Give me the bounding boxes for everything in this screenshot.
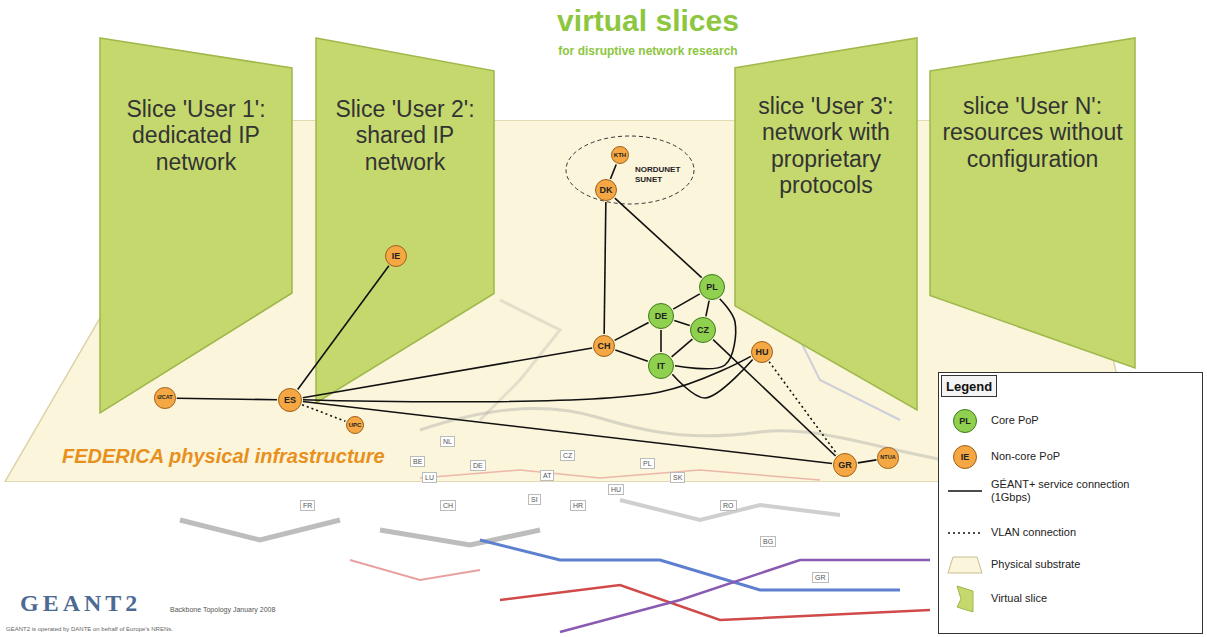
- legend-text: Physical substrate: [991, 558, 1191, 571]
- pop-label: ES: [284, 396, 296, 405]
- slice-shape: [930, 38, 1135, 368]
- map-note: for disruptive network research: [528, 44, 768, 58]
- pop-label: IT: [657, 362, 665, 371]
- map-link: [560, 560, 930, 632]
- pop-label: UPC: [349, 422, 362, 428]
- legend-line: [948, 532, 982, 534]
- legend-swatch: [947, 585, 983, 613]
- map-code: SK: [670, 472, 685, 483]
- non-core-pop: ES: [278, 388, 302, 412]
- map-link: [620, 500, 840, 520]
- core-pop: PL: [699, 274, 725, 300]
- legend-text: GÉANT+ service connection (1Gbps): [991, 478, 1131, 504]
- map-code: DE: [470, 460, 486, 471]
- slice-label: Slice 'User 2': shared IP network: [328, 96, 482, 175]
- swatch-label: IE: [961, 453, 970, 462]
- map-code: HR: [570, 500, 586, 511]
- virtual-slice: slice 'User N': resources without config…: [930, 38, 1135, 368]
- map-note: GEANT2 is operated by DANTE on behalf of…: [6, 626, 173, 632]
- non-core-pop: IE: [385, 245, 407, 267]
- substrate-plane: [5, 120, 1141, 482]
- pop-label: GR: [838, 461, 852, 470]
- legend-swatch: [947, 551, 983, 579]
- slice-shape: [100, 38, 292, 413]
- map-link: [500, 585, 930, 620]
- legend-line-sample: [947, 485, 983, 497]
- legend-row: Virtual slice: [939, 585, 1204, 615]
- map-code: CZ: [560, 450, 575, 461]
- legend-head: Legend: [941, 375, 997, 397]
- pop-label: PL: [706, 283, 718, 292]
- map-code: BE: [410, 456, 425, 467]
- non-core-pop: i2CAT: [154, 387, 175, 408]
- non-core-pop: CH: [593, 335, 615, 357]
- legend-text: Virtual slice: [991, 592, 1191, 605]
- slice-panel: [735, 38, 917, 410]
- non-core-pop: KTH: [611, 146, 629, 164]
- pop-label: KTH: [614, 152, 626, 158]
- legend-title: Legend: [946, 379, 992, 394]
- pop-label: DK: [600, 186, 613, 195]
- non-core-pop: NTUA: [877, 447, 898, 468]
- map-link: [480, 540, 900, 590]
- legend-row: IE Non-core PoP: [939, 443, 1204, 473]
- substrate-label: FEDERICA physical infrastructure: [62, 445, 385, 468]
- slice-label: slice 'User N': resources without config…: [942, 93, 1123, 172]
- non-core-pop: HU: [751, 341, 773, 363]
- legend-shape: [957, 586, 973, 612]
- core-pop: DE: [648, 303, 674, 329]
- core-pop: CZ: [690, 317, 716, 343]
- map-note: GEANT2: [20, 590, 141, 617]
- virtual-slice: Slice 'User 1': dedicated IP network: [100, 38, 292, 413]
- pop-label: CZ: [697, 326, 709, 335]
- legend-swatch: IE: [953, 445, 977, 469]
- legend-line: [948, 490, 982, 492]
- dashed-ellipse: [566, 136, 694, 204]
- pop-label: IE: [392, 252, 401, 261]
- legend-text: VLAN connection: [991, 526, 1191, 539]
- legend-swatch: PL: [953, 409, 977, 433]
- legend-row: Physical substrate: [939, 551, 1204, 581]
- map-code: LU: [422, 472, 437, 483]
- map-note: Backbone Topology January 2008: [170, 606, 275, 613]
- map-link: [380, 530, 540, 545]
- legend-row: PL Core PoP: [939, 407, 1204, 437]
- legend-line-sample: [947, 527, 983, 539]
- map-code: FR: [300, 500, 315, 511]
- legend-text: Non-core PoP: [991, 450, 1191, 463]
- map-code: HU: [608, 484, 624, 495]
- legend-row: VLAN connection: [939, 519, 1204, 549]
- slice-shape: [316, 38, 494, 403]
- legend-row: GÉANT+ service connection (1Gbps): [939, 477, 1204, 507]
- pop-label: CH: [598, 342, 611, 351]
- slice-label: Slice 'User 1': dedicated IP network: [112, 96, 280, 175]
- map-code: AT: [540, 470, 554, 481]
- legend-shape: [948, 557, 982, 573]
- map-code: PL: [640, 458, 655, 469]
- map-code: BG: [760, 536, 776, 547]
- non-core-pop: GR: [833, 453, 857, 477]
- slice-label: slice 'User 3': network with proprietary…: [747, 93, 905, 199]
- virtual-slice: Slice 'User 2': shared IP network: [316, 38, 494, 403]
- legend-text: Core PoP: [991, 414, 1191, 427]
- diagram-title: virtual slices: [448, 4, 848, 38]
- non-core-pop: DK: [595, 179, 617, 201]
- non-core-pop: UPC: [346, 416, 365, 435]
- core-pop: IT: [648, 353, 674, 379]
- map-code: RO: [720, 500, 737, 511]
- map-link: [350, 560, 480, 580]
- map-code: CH: [440, 500, 456, 511]
- map-code: GR: [812, 572, 829, 583]
- pop-label: i2CAT: [157, 395, 172, 401]
- map-code: NL: [440, 436, 455, 447]
- legend-box: LegendPL Core PoP IE Non-core PoP GÉANT+ ser…: [938, 372, 1203, 634]
- swatch-label: PL: [959, 417, 971, 426]
- network-group: NORDUNET SUNET KTH DK: [565, 135, 695, 205]
- pop-label: DE: [655, 312, 668, 321]
- map-link: [180, 520, 340, 540]
- pop-label: NTUA: [880, 455, 895, 461]
- group-label: NORDUNET SUNET: [635, 165, 687, 185]
- pop-label: HU: [756, 348, 769, 357]
- map-code: SI: [528, 494, 541, 505]
